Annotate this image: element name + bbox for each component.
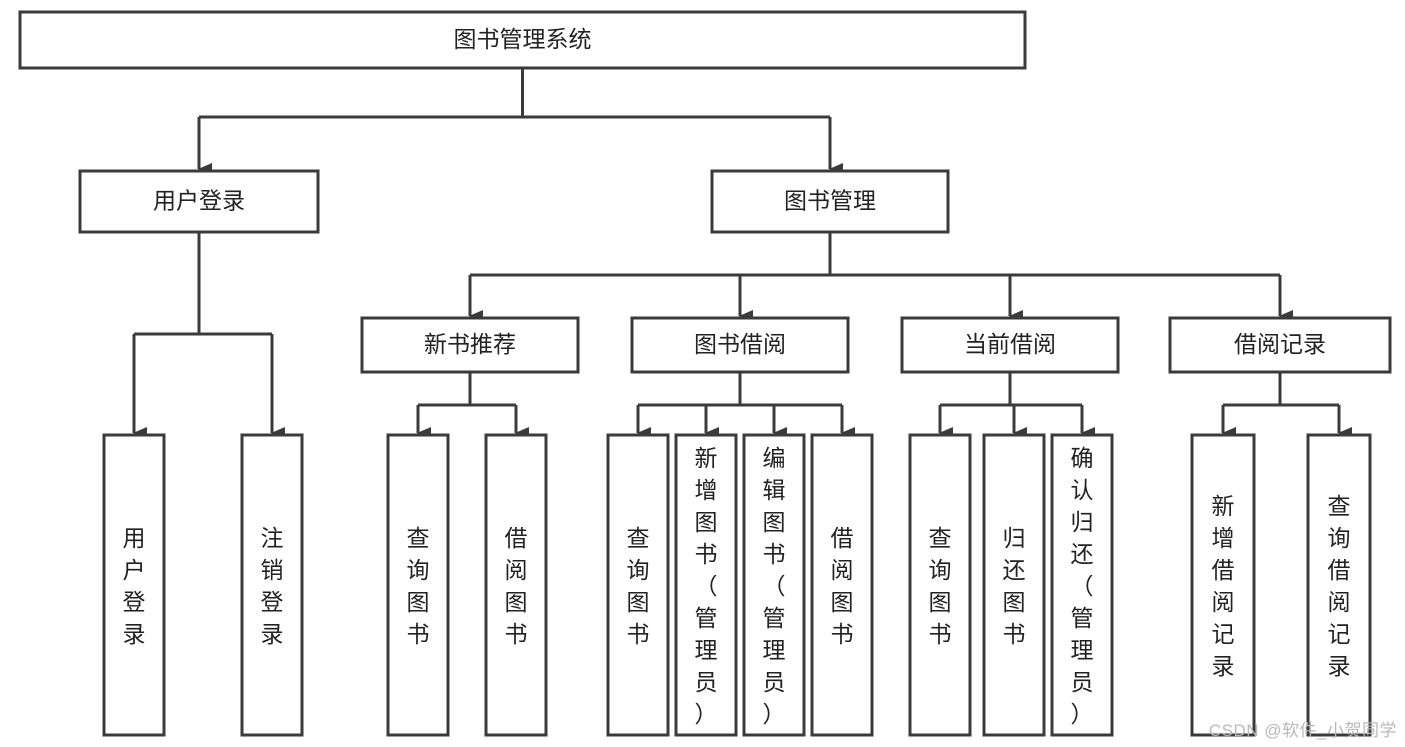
- node-label-leaf-borrow-book-1: 借阅图书: [505, 525, 528, 647]
- node-label-current-borrow: 当前借阅: [964, 331, 1056, 357]
- node-box-leaf-query-record[interactable]: [1306, 433, 1372, 737]
- node-leaf-query-book-1[interactable]: 查询图书: [386, 433, 450, 737]
- node-label-leaf-confirm-return: 确认归还（管理员）: [1071, 445, 1094, 727]
- node-leaf-query-book-2[interactable]: 查询图书: [606, 433, 670, 737]
- node-book-manage[interactable]: 图书管理: [710, 169, 950, 234]
- node-leaf-edit-book[interactable]: 编辑图书（管理员）: [742, 433, 806, 737]
- node-box-user-login[interactable]: [78, 169, 320, 234]
- node-box-borrow-record[interactable]: [1168, 316, 1392, 374]
- node-label-leaf-add-record: 新增借阅记录: [1212, 493, 1235, 679]
- node-leaf-add-record[interactable]: 新增借阅记录: [1190, 433, 1256, 737]
- connector-layer: [132, 68, 1352, 439]
- node-label-leaf-query-book-3: 查询图书: [929, 525, 952, 647]
- node-box-leaf-borrow-book-2[interactable]: [810, 433, 874, 737]
- node-leaf-user-logout[interactable]: 注销登录: [240, 433, 304, 737]
- node-book-borrow[interactable]: 图书借阅: [630, 316, 850, 374]
- node-box-leaf-query-book-3[interactable]: [908, 433, 972, 737]
- node-label-leaf-user-logout: 注销登录: [261, 525, 284, 647]
- node-new-book-rec[interactable]: 新书推荐: [360, 316, 580, 374]
- node-leaf-borrow-book-1[interactable]: 借阅图书: [484, 433, 548, 737]
- node-layer: 新书推荐图书借阅当前借阅借阅记录用户登录图书管理图书管理系统用户登录注销登录查询…: [18, 10, 1392, 737]
- node-box-current-borrow[interactable]: [900, 316, 1120, 374]
- node-label-leaf-query-book-2: 查询图书: [627, 525, 650, 647]
- node-box-new-book-rec[interactable]: [360, 316, 580, 374]
- node-leaf-return-book[interactable]: 归还图书: [982, 433, 1046, 737]
- node-leaf-add-book[interactable]: 新增图书（管理员）: [674, 433, 738, 737]
- node-box-leaf-query-book-2[interactable]: [606, 433, 670, 737]
- node-label-leaf-user-login: 用户登录: [123, 525, 146, 647]
- node-label-book-manage: 图书管理: [784, 188, 876, 214]
- node-label-leaf-borrow-book-2: 借阅图书: [831, 525, 854, 647]
- node-user-login[interactable]: 用户登录: [78, 169, 320, 234]
- node-label-user-login: 用户登录: [153, 188, 245, 214]
- node-leaf-user-login[interactable]: 用户登录: [102, 433, 166, 737]
- node-label-leaf-query-record: 查询借阅记录: [1328, 493, 1351, 679]
- node-borrow-record[interactable]: 借阅记录: [1168, 316, 1392, 374]
- node-label-new-book-rec: 新书推荐: [424, 331, 516, 357]
- node-label-leaf-return-book: 归还图书: [1003, 525, 1026, 647]
- node-root[interactable]: 图书管理系统: [18, 10, 1027, 70]
- node-box-leaf-add-book[interactable]: [674, 433, 738, 737]
- node-box-book-manage[interactable]: [710, 169, 950, 234]
- node-leaf-query-record[interactable]: 查询借阅记录: [1306, 433, 1372, 737]
- node-label-leaf-edit-book: 编辑图书（管理员）: [763, 445, 786, 727]
- node-box-leaf-user-logout[interactable]: [240, 433, 304, 737]
- node-box-leaf-return-book[interactable]: [982, 433, 1046, 737]
- watermark-text: CSDN @软件_小贺同学: [1208, 721, 1397, 740]
- node-label-book-borrow: 图书借阅: [694, 331, 786, 357]
- node-box-leaf-add-record[interactable]: [1190, 433, 1256, 737]
- node-box-leaf-user-login[interactable]: [102, 433, 166, 737]
- node-leaf-borrow-book-2[interactable]: 借阅图书: [810, 433, 874, 737]
- node-label-leaf-add-book: 新增图书（管理员）: [695, 445, 718, 727]
- node-label-root: 图书管理系统: [454, 26, 592, 52]
- node-label-borrow-record: 借阅记录: [1234, 331, 1326, 357]
- node-box-leaf-query-book-1[interactable]: [386, 433, 450, 737]
- node-leaf-query-book-3[interactable]: 查询图书: [908, 433, 972, 737]
- node-box-book-borrow[interactable]: [630, 316, 850, 374]
- node-label-leaf-query-book-1: 查询图书: [407, 525, 430, 647]
- node-box-leaf-confirm-return[interactable]: [1050, 433, 1114, 737]
- node-current-borrow[interactable]: 当前借阅: [900, 316, 1120, 374]
- node-box-leaf-borrow-book-1[interactable]: [484, 433, 548, 737]
- node-box-leaf-edit-book[interactable]: [742, 433, 806, 737]
- node-box-root[interactable]: [18, 10, 1027, 70]
- node-leaf-confirm-return[interactable]: 确认归还（管理员）: [1050, 433, 1114, 737]
